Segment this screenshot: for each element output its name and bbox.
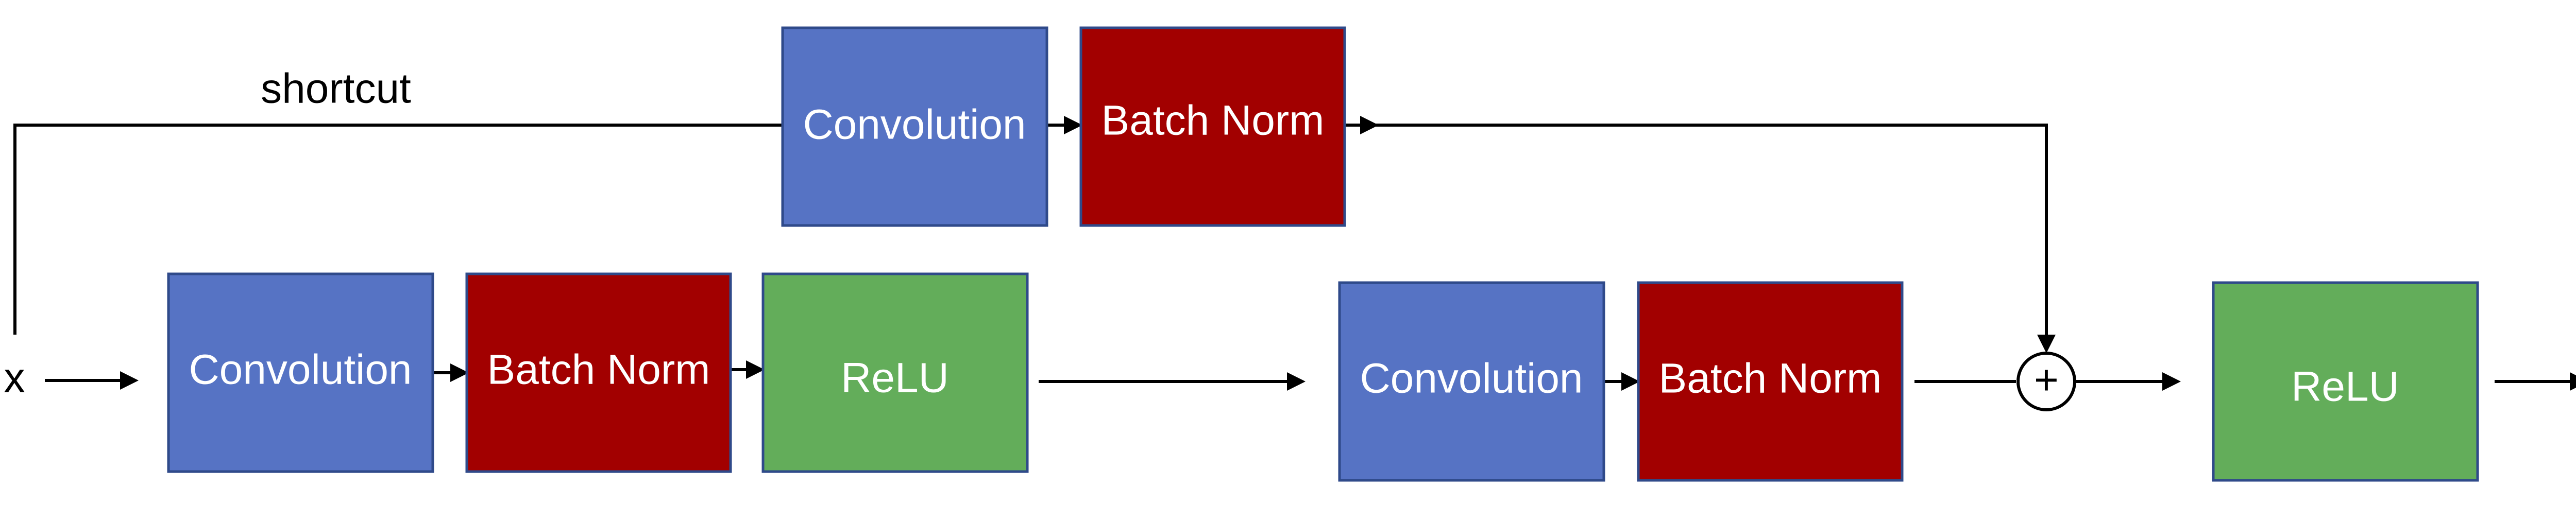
shortcut-conv-block: Convolution: [781, 26, 1048, 227]
main-conv2-block: Convolution: [1338, 281, 1605, 482]
main-relu1-block: ReLU: [761, 272, 1029, 473]
main-bn2-block: Batch Norm: [1637, 281, 1904, 482]
shortcut-path-start: [13, 124, 783, 335]
main-bn1-label: Batch Norm: [487, 346, 710, 393]
output-relu-label: ReLU: [2291, 363, 2399, 410]
main-conv1-block: Convolution: [167, 272, 434, 473]
input-label: x: [4, 355, 25, 402]
adder-node: +: [2016, 352, 2076, 411]
shortcut-path-to-adder: [1376, 124, 2056, 353]
shortcut-conv-label: Convolution: [803, 101, 1026, 148]
main-conv1-label: Convolution: [189, 346, 412, 393]
main-bn2-label: Batch Norm: [1659, 355, 1882, 402]
shortcut-bn-block: Batch Norm: [1079, 26, 1346, 227]
shortcut-label: shortcut: [261, 65, 411, 112]
main-bn1-block: Batch Norm: [465, 272, 732, 473]
output-relu-block: ReLU: [2212, 281, 2479, 482]
main-conv2-label: Convolution: [1360, 355, 1583, 402]
shortcut-bn-label: Batch Norm: [1101, 97, 1325, 144]
adder-symbol: +: [2034, 357, 2059, 404]
main-relu1-label: ReLU: [841, 355, 949, 402]
